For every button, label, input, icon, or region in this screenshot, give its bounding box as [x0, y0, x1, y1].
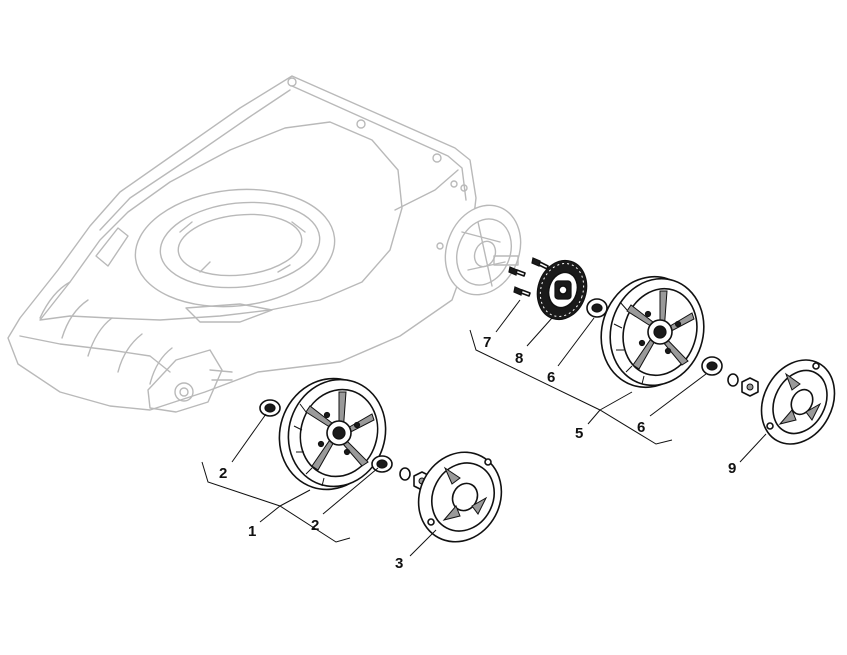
callout-6b: 6: [637, 419, 645, 436]
front-hubcap: [417, 451, 503, 543]
drive-gear: [536, 259, 588, 321]
callout-2a: 2: [219, 465, 227, 482]
callouts: 1 2 2 3 5 6 6 7 8 9: [219, 334, 736, 572]
callout-3: 3: [395, 555, 403, 572]
bearing-6a: [586, 298, 608, 318]
rear-wheel: [600, 275, 705, 389]
bearing-6b: [701, 356, 723, 376]
callout-1: 1: [248, 523, 256, 540]
callout-9: 9: [728, 460, 736, 477]
callout-5: 5: [575, 425, 583, 442]
bearing-2b: [371, 455, 393, 473]
callout-7: 7: [483, 334, 491, 351]
rear-washer-nut: [727, 373, 759, 397]
front-wheel: [278, 377, 387, 491]
callout-8: 8: [515, 350, 523, 367]
leader-lines: [201, 299, 767, 557]
bearing-2a: [259, 399, 281, 417]
mower-deck-outline: [7, 75, 477, 413]
screws: [508, 257, 549, 297]
callout-2b: 2: [311, 517, 319, 534]
callout-6a: 6: [547, 369, 555, 386]
gear-housing: [444, 204, 522, 296]
rear-hubcap: [760, 359, 836, 445]
